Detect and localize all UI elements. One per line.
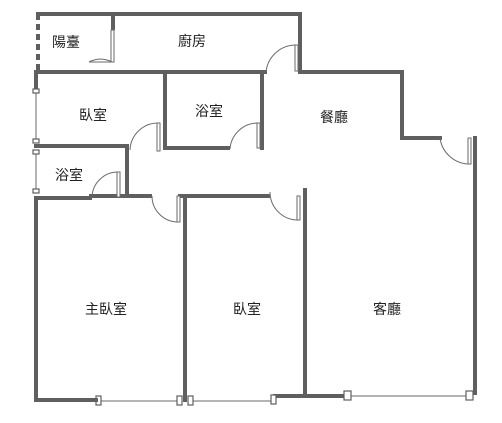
bottom-window-b-jamb-left — [187, 395, 194, 406]
door-balcony — [88, 29, 115, 63]
room-label-living: 客廳 — [373, 301, 401, 318]
room-label-kitchen: 廚房 — [178, 33, 206, 50]
bedroom-partition-wall — [178, 194, 187, 402]
bottom-window-b-jamb-right — [270, 394, 277, 405]
walls — [34, 12, 477, 402]
room-labels: 陽臺 廚房 臥室 浴室 餐廳 浴室 主臥室 臥室 客廳 — [52, 33, 401, 318]
bathroom-center-walls — [163, 70, 230, 150]
doors — [88, 29, 472, 223]
door-bedroom-top — [129, 122, 161, 152]
room-label-bedroom-bottom: 臥室 — [233, 301, 261, 318]
room-label-bathroom-left: 浴室 — [55, 167, 83, 184]
bottom-window-c-jamb-right — [465, 390, 474, 401]
door-bathroom-left — [91, 171, 121, 198]
room-label-bathroom-center: 浴室 — [195, 103, 223, 120]
door-kitchen — [265, 44, 299, 73]
door-bedroom-bottom — [269, 191, 301, 221]
window-left-upper-jamb-top — [32, 88, 40, 94]
room-label-dining: 餐廳 — [320, 109, 348, 126]
door-dining — [439, 137, 472, 165]
bottom-window-a-jamb-right — [176, 395, 183, 406]
room-label-bedroom-top: 臥室 — [79, 107, 107, 124]
bottom-window-c-jamb-left — [343, 390, 352, 401]
door-bathroom-center — [229, 122, 261, 150]
room-label-master-bedroom: 主臥室 — [85, 301, 127, 318]
window-left-lower-jamb-top — [32, 149, 40, 155]
wall-top-outer — [111, 12, 442, 140]
room-label-balcony: 陽臺 — [52, 35, 80, 51]
door-master-bedroom — [151, 195, 181, 223]
left-windows — [32, 88, 40, 194]
bedroom-top-bottom-wall — [34, 144, 129, 198]
window-left-upper-jamb-bottom — [32, 138, 40, 144]
bottom-windows — [34, 390, 474, 406]
window-left-lower-jamb-bottom — [32, 188, 40, 194]
